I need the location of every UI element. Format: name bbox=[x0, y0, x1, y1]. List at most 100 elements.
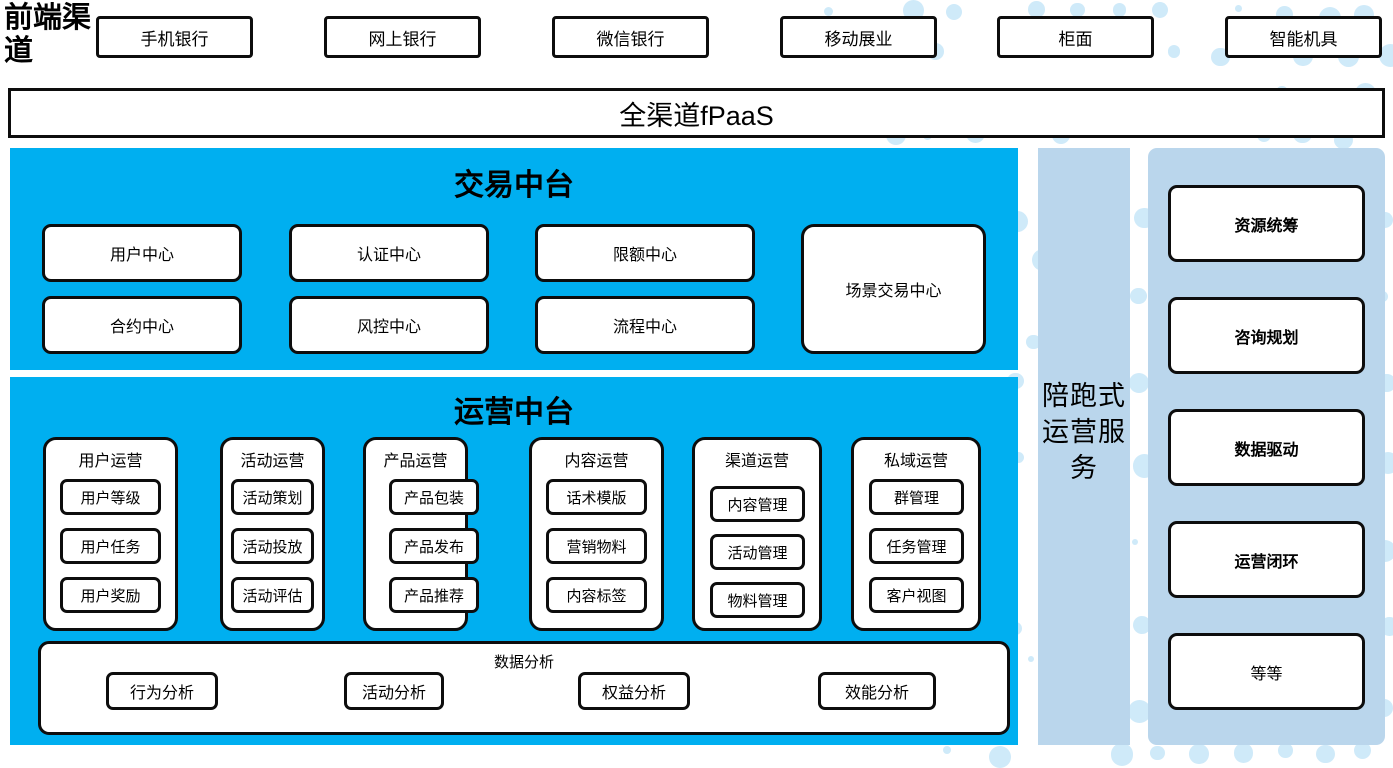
ops-column-title: 产品运营 bbox=[383, 453, 448, 470]
capability-box-data-driven[interactable]: 数据驱动 bbox=[1168, 409, 1365, 486]
txn-box-label: 合约中心 bbox=[109, 319, 174, 336]
capability-label: 运营闭环 bbox=[1234, 553, 1299, 571]
data-analysis-item-label: 行为分析 bbox=[129, 685, 194, 702]
ops-item[interactable]: 活动策划 bbox=[231, 479, 314, 515]
ops-item[interactable]: 营销物料 bbox=[546, 528, 647, 564]
ops-item[interactable]: 内容管理 bbox=[710, 486, 805, 522]
background-dot bbox=[1130, 287, 1147, 305]
accompanying-service-strip bbox=[1038, 148, 1130, 745]
ops-item-label: 活动评估 bbox=[242, 587, 303, 605]
data-analysis-item[interactable]: 权益分析 bbox=[578, 672, 690, 710]
operation-platform-title: 运营中台 bbox=[454, 396, 574, 429]
channel-box-counter[interactable]: 柜面 bbox=[997, 16, 1154, 58]
background-dot bbox=[1069, 2, 1085, 18]
data-analysis-item[interactable]: 行为分析 bbox=[106, 672, 218, 710]
ops-item[interactable]: 群管理 bbox=[869, 479, 964, 515]
ops-item[interactable]: 物料管理 bbox=[710, 582, 805, 618]
ops-item[interactable]: 活动管理 bbox=[710, 534, 805, 570]
channel-label: 网上银行 bbox=[368, 29, 437, 49]
data-analysis-item[interactable]: 活动分析 bbox=[344, 672, 444, 710]
data-analysis-title: 数据分析 bbox=[493, 654, 554, 671]
ops-column-title: 渠道运营 bbox=[724, 453, 789, 470]
ops-item[interactable]: 任务管理 bbox=[869, 528, 964, 564]
ops-item[interactable]: 内容标签 bbox=[546, 577, 647, 613]
channel-label: 手机银行 bbox=[140, 29, 209, 49]
frontend-channel-label: 前端渠道 bbox=[4, 2, 92, 67]
channel-box-internet-bank[interactable]: 网上银行 bbox=[324, 16, 481, 58]
capability-label: 等等 bbox=[1250, 665, 1283, 683]
background-dot bbox=[988, 745, 1012, 768]
channel-box-wechat-bank[interactable]: 微信银行 bbox=[552, 16, 709, 58]
data-analysis-item[interactable]: 效能分析 bbox=[818, 672, 936, 710]
ops-item[interactable]: 用户任务 bbox=[60, 528, 161, 564]
ops-item[interactable]: 用户奖励 bbox=[60, 577, 161, 613]
ops-item-label: 内容标签 bbox=[566, 587, 627, 605]
ops-item-label: 用户任务 bbox=[80, 538, 141, 556]
txn-box-scenario-trade-center[interactable]: 场景交易中心 bbox=[801, 224, 986, 354]
channel-box-mobile-business[interactable]: 移动展业 bbox=[780, 16, 937, 58]
data-analysis-item-label: 权益分析 bbox=[601, 685, 666, 702]
ops-item-label: 客户视图 bbox=[886, 587, 947, 605]
channel-label: 移动展业 bbox=[824, 29, 893, 49]
background-dot bbox=[1152, 2, 1169, 18]
omnichannel-fpaas-bar[interactable]: 全渠道fPaaS bbox=[8, 88, 1385, 138]
ops-column-title: 私域运营 bbox=[883, 453, 948, 470]
capability-box-operation-closed-loop[interactable]: 运营闭环 bbox=[1168, 521, 1365, 598]
channel-label: 智能机具 bbox=[1269, 29, 1338, 49]
txn-box-contract-center[interactable]: 合约中心 bbox=[42, 296, 242, 354]
ops-item-label: 用户奖励 bbox=[80, 587, 141, 605]
ops-item-label: 产品包装 bbox=[403, 489, 464, 507]
channel-label: 微信银行 bbox=[596, 29, 665, 49]
background-dot bbox=[1233, 742, 1254, 763]
background-dot bbox=[1316, 744, 1335, 764]
ops-item-label: 营销物料 bbox=[566, 538, 627, 556]
channel-label: 柜面 bbox=[1058, 29, 1093, 49]
channel-box-smart-machine[interactable]: 智能机具 bbox=[1225, 16, 1382, 58]
background-dot bbox=[943, 745, 952, 755]
ops-item-label: 活动管理 bbox=[727, 544, 788, 562]
ops-item-label: 活动投放 bbox=[242, 538, 303, 556]
ops-item-label: 话术模版 bbox=[566, 489, 627, 507]
ops-item[interactable]: 产品包装 bbox=[389, 479, 479, 515]
capability-box-consulting-planning[interactable]: 咨询规划 bbox=[1168, 297, 1365, 374]
ops-item-label: 产品推荐 bbox=[403, 587, 464, 605]
background-dot bbox=[1027, 656, 1034, 663]
fpaas-label: 全渠道fPaaS bbox=[619, 100, 774, 131]
capability-box-etc[interactable]: 等等 bbox=[1168, 633, 1365, 710]
ops-column-title: 用户运营 bbox=[78, 453, 143, 470]
txn-box-limit-center[interactable]: 限额中心 bbox=[535, 224, 755, 282]
capability-label: 资源统筹 bbox=[1234, 217, 1299, 235]
accompanying-service-label: 陪跑式运营服务 bbox=[1042, 381, 1126, 483]
capability-box-resource-coordination[interactable]: 资源统筹 bbox=[1168, 185, 1365, 262]
txn-box-user-center[interactable]: 用户中心 bbox=[42, 224, 242, 282]
txn-box-label: 风控中心 bbox=[356, 319, 421, 336]
capability-label: 咨询规划 bbox=[1234, 329, 1299, 347]
background-dot bbox=[1235, 4, 1243, 12]
background-dot bbox=[1128, 372, 1149, 393]
txn-box-auth-center[interactable]: 认证中心 bbox=[289, 224, 489, 282]
background-dot bbox=[1168, 45, 1181, 58]
ops-item-label: 活动策划 bbox=[242, 489, 303, 507]
ops-item[interactable]: 用户等级 bbox=[60, 479, 161, 515]
background-dot bbox=[1150, 745, 1165, 760]
ops-item[interactable]: 活动评估 bbox=[231, 577, 314, 613]
ops-item[interactable]: 话术模版 bbox=[546, 479, 647, 515]
txn-box-label: 场景交易中心 bbox=[845, 283, 942, 300]
txn-box-risk-center[interactable]: 风控中心 bbox=[289, 296, 489, 354]
txn-box-label: 用户中心 bbox=[109, 247, 174, 264]
channel-box-mobile-bank[interactable]: 手机银行 bbox=[96, 16, 253, 58]
data-analysis-item-label: 活动分析 bbox=[361, 685, 426, 702]
txn-box-label: 认证中心 bbox=[356, 247, 421, 264]
ops-item-label: 任务管理 bbox=[886, 538, 947, 556]
ops-item[interactable]: 产品发布 bbox=[389, 528, 479, 564]
capability-label: 数据驱动 bbox=[1234, 441, 1299, 459]
txn-box-process-center[interactable]: 流程中心 bbox=[535, 296, 755, 354]
ops-item[interactable]: 客户视图 bbox=[869, 577, 964, 613]
ops-item[interactable]: 产品推荐 bbox=[389, 577, 479, 613]
background-dot bbox=[1277, 743, 1293, 758]
ops-item-label: 物料管理 bbox=[727, 592, 788, 610]
ops-item-label: 用户等级 bbox=[80, 489, 141, 507]
ops-column-title: 活动运营 bbox=[240, 453, 305, 470]
ops-item[interactable]: 活动投放 bbox=[231, 528, 314, 564]
